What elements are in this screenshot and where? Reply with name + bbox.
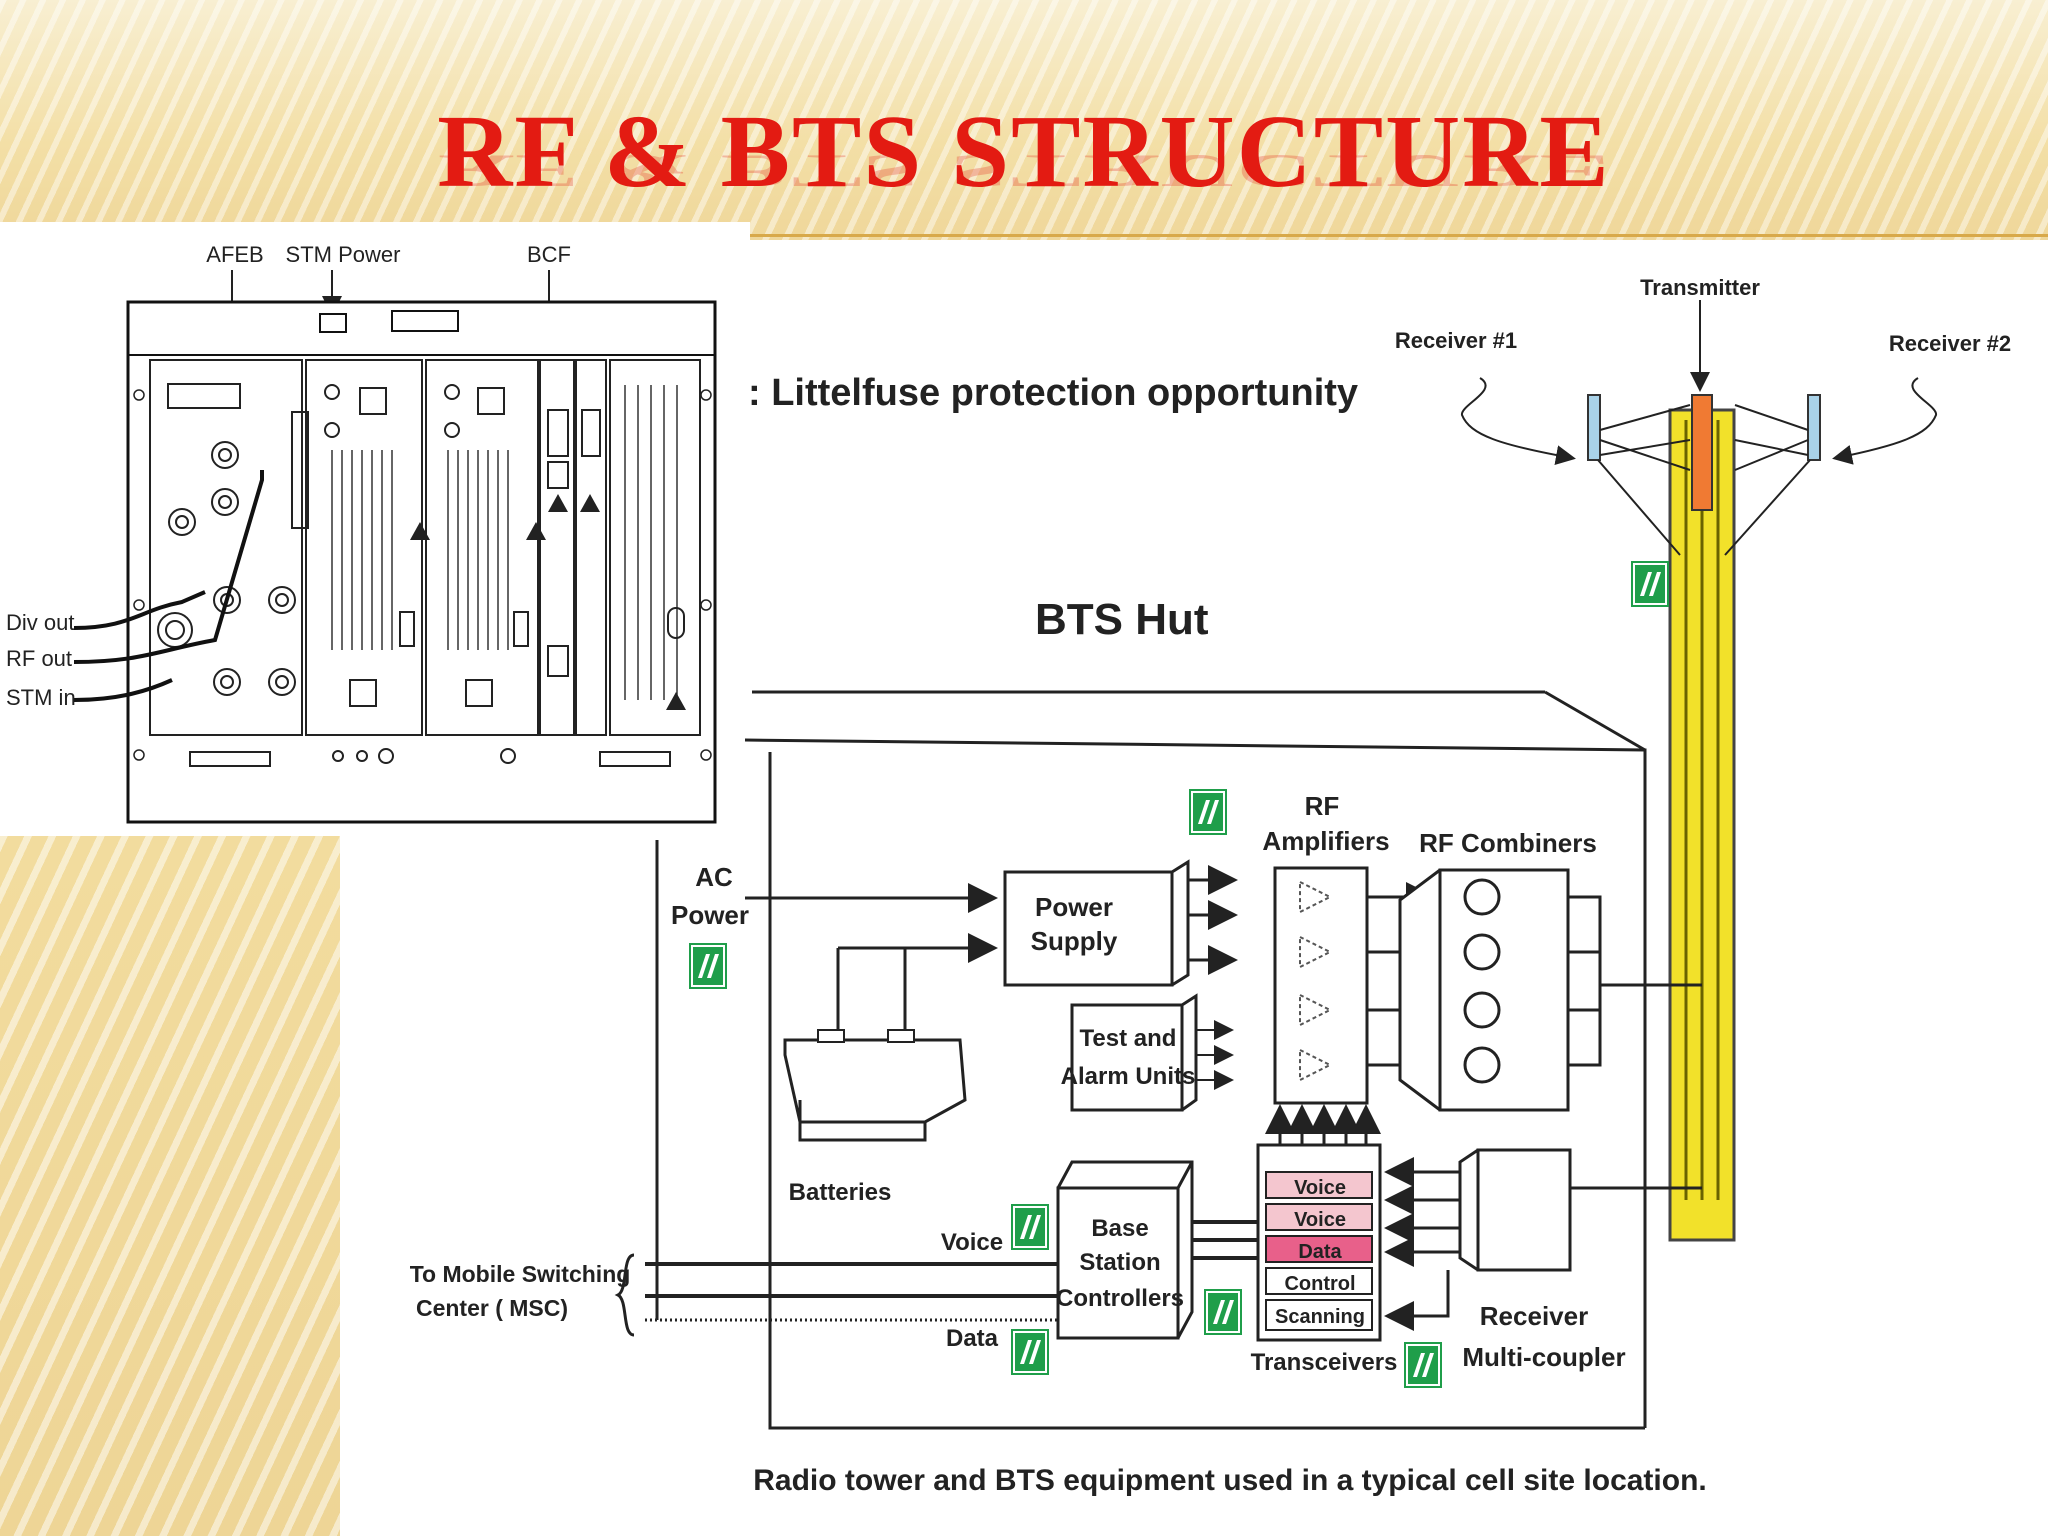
receiver2-label: Receiver #2 — [1889, 331, 2011, 356]
bsc-label-2: Station — [1079, 1249, 1160, 1276]
trx-row-data: Data — [1298, 1241, 1342, 1263]
transceivers-label: Transceivers — [1251, 1349, 1398, 1376]
radio-tower: Transmitter Receiver #1 Receiver #2 — [1395, 275, 2011, 1242]
batteries-label: Batteries — [789, 1179, 892, 1206]
rack-label-div-out: Div out — [6, 610, 74, 635]
title-background-band — [0, 0, 2048, 240]
msc-label-1: To Mobile Switching — [410, 1261, 631, 1287]
littelfuse-note: : Littelfuse protection opportunity — [748, 372, 1358, 414]
littelfuse-ac-icon — [689, 943, 727, 989]
power-supply-label-1: Power — [1035, 892, 1113, 922]
trx-row-scanning: Scanning — [1275, 1306, 1365, 1328]
rack-label-stm-power: STM Power — [286, 242, 401, 267]
trx-row-voice-1: Voice — [1294, 1177, 1346, 1199]
receiver-multicoupler-label-2: Multi-coupler — [1462, 1342, 1625, 1372]
littelfuse-tower-icon — [1631, 561, 1669, 607]
test-alarm-label-1: Test and — [1080, 1025, 1177, 1052]
bsc-label-3: Controllers — [1056, 1285, 1184, 1312]
receiver-multicoupler-label-1: Receiver — [1480, 1301, 1588, 1331]
trx-row-control: Control — [1284, 1273, 1355, 1295]
rf-combiners-label: RF Combiners — [1419, 828, 1597, 858]
rack-label-stm-in: STM in — [6, 685, 76, 710]
figure-caption: Radio tower and BTS equipment used in a … — [753, 1464, 1707, 1497]
power-supply-label-2: Supply — [1031, 926, 1118, 956]
bts-rack-drawing: AFEB STM Power BCF — [6, 242, 717, 824]
rf-amplifiers-label-2: Amplifiers — [1262, 826, 1389, 856]
receiver1-label: Receiver #1 — [1395, 328, 1517, 353]
msc-label-2: Center ( MSC) — [416, 1295, 568, 1321]
rack-label-rf-out: RF out — [6, 646, 72, 671]
data-line-label: Data — [946, 1325, 999, 1352]
bts-hut-diagram: : Littelfuse protection opportunity BTS … — [410, 275, 2011, 1497]
left-background-band — [0, 836, 340, 1536]
littelfuse-data-icon — [1011, 1329, 1049, 1375]
trx-row-voice-2: Voice — [1294, 1209, 1346, 1231]
rf-amplifiers-label-1: RF — [1305, 791, 1340, 821]
bsc-label-1: Base — [1091, 1215, 1148, 1242]
littelfuse-bsc-icon — [1204, 1289, 1242, 1335]
littelfuse-psu-icon — [1189, 789, 1227, 835]
voice-line-label: Voice — [941, 1229, 1003, 1256]
title-underline — [750, 234, 2048, 237]
transmitter-label: Transmitter — [1640, 275, 1760, 300]
littelfuse-trx-icon — [1404, 1342, 1442, 1388]
ac-power-label-2: Power — [671, 900, 749, 930]
rack-label-afeb: AFEB — [206, 242, 263, 267]
littelfuse-voice-icon — [1011, 1204, 1049, 1250]
bts-hut-label: BTS Hut — [1035, 595, 1209, 644]
slide-title: RF & BTS STRUCTURE — [437, 94, 1611, 209]
test-alarm-label-2: Alarm Units — [1061, 1063, 1196, 1090]
ac-power-label-1: AC — [695, 862, 733, 892]
rack-label-bcf: BCF — [527, 242, 571, 267]
